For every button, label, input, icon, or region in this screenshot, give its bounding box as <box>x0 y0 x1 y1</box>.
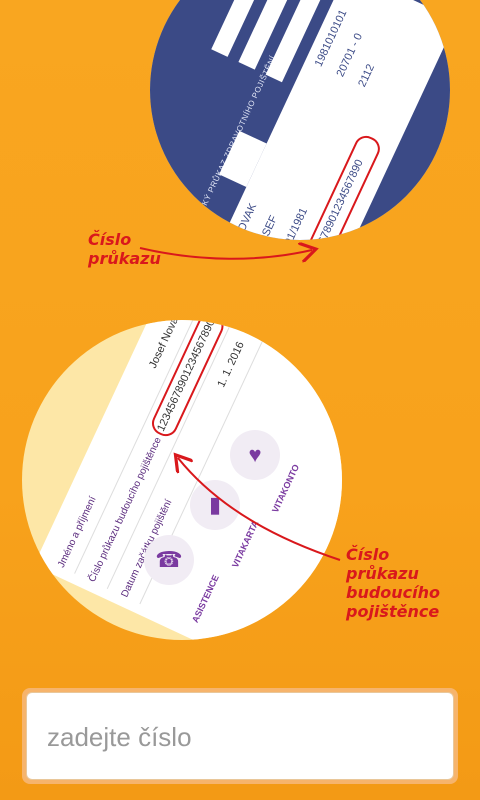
card-surname: NOVAK <box>232 201 260 240</box>
number-input[interactable] <box>45 693 429 781</box>
divider <box>74 320 198 574</box>
card-stethoscope-icon[interactable]: ▮ <box>190 480 240 530</box>
number-input-box[interactable] <box>26 692 454 781</box>
future-card-number-annotation: Číslo průkazu budoucího pojištěnce <box>346 545 441 621</box>
phone-stethoscope-icon[interactable]: ☎ <box>144 535 194 585</box>
card-number-annotation: Číslo průkazu <box>88 230 161 268</box>
insurance-card: SKÝ PRŮKAZ ZDRAVOTNÍHO POJIŠTĚNÍ NOVAK J… <box>150 0 450 240</box>
card-number-highlight <box>295 132 384 240</box>
heart-stethoscope-icon[interactable]: ♥ <box>230 430 280 480</box>
card-side-value: 20701 - 0 <box>334 31 366 79</box>
card-side-value: 2112 <box>356 62 378 89</box>
card-birthdate: 01/01/1981 <box>275 206 311 240</box>
app-illustration: Jméno a příjmení Josef Novák Číslo průka… <box>22 320 342 640</box>
app-screen: Jméno a příjmení Josef Novák Číslo průka… <box>33 320 342 640</box>
card-firstname: JOSEF <box>254 213 281 240</box>
card-illustration: SKÝ PRŮKAZ ZDRAVOTNÍHO POJIŠTĚNÍ NOVAK J… <box>150 0 450 240</box>
number-input-frame <box>22 688 458 784</box>
